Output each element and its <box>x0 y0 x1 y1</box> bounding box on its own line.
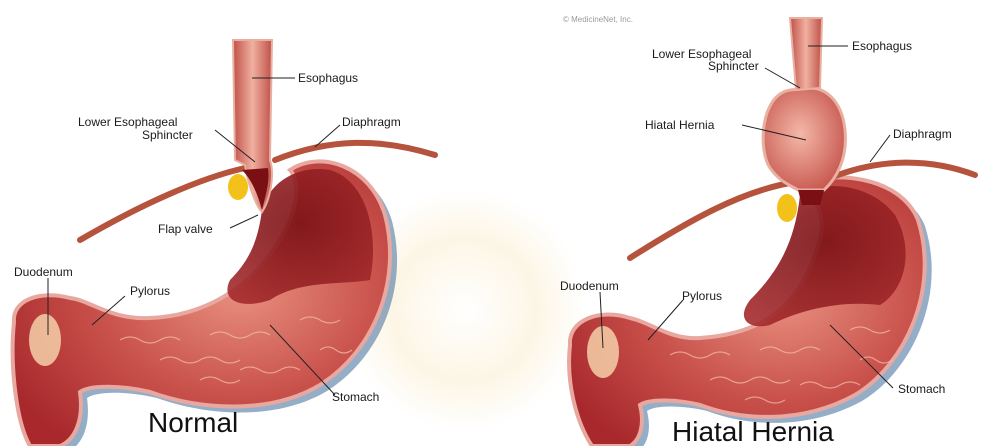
label-stomach: Stomach <box>332 390 379 404</box>
label-flap-valve: Flap valve <box>158 222 213 236</box>
label-hernia-diaphragm: Diaphragm <box>893 127 952 141</box>
label-hernia-stomach: Stomach <box>898 382 945 396</box>
normal-fat-pad <box>228 174 248 200</box>
label-pylorus: Pylorus <box>130 284 170 298</box>
label-hernia-esophagus: Esophagus <box>852 39 912 53</box>
hernia-esophagus <box>790 18 822 90</box>
label-les-line2: Sphincter <box>142 128 193 142</box>
normal-duodenum-lumen <box>29 314 61 366</box>
label-diaphragm: Diaphragm <box>342 115 401 129</box>
label-hernia-duodenum: Duodenum <box>560 279 619 293</box>
copyright: © MedicineNet, Inc. <box>563 15 633 24</box>
label-hernia-pylorus: Pylorus <box>682 289 722 303</box>
label-les-line1: Lower Esophageal <box>78 115 177 129</box>
hernia-duodenum-lumen <box>587 326 619 378</box>
hernia-neck <box>798 190 824 205</box>
label-esophagus: Esophagus <box>298 71 358 85</box>
leader-hernia-diaphragm <box>870 135 890 162</box>
hernia-sac <box>763 88 845 190</box>
hernia-fat-pad <box>777 194 797 222</box>
normal-diaphragm-right <box>275 143 435 160</box>
hernia-diaphragm <box>630 183 790 258</box>
label-hiatal-hernia: Hiatal Hernia <box>645 118 715 132</box>
label-duodenum: Duodenum <box>14 265 73 279</box>
hernia-panel: © MedicineNet, Inc. <box>560 15 975 446</box>
label-hernia-les-line2: Sphincter <box>708 59 759 73</box>
panel-title-normal: Normal <box>148 407 238 438</box>
leader-flap <box>230 215 258 228</box>
panel-title-hernia: Hiatal Hernia <box>672 416 834 446</box>
hernia-diaphragm-right <box>830 163 975 178</box>
